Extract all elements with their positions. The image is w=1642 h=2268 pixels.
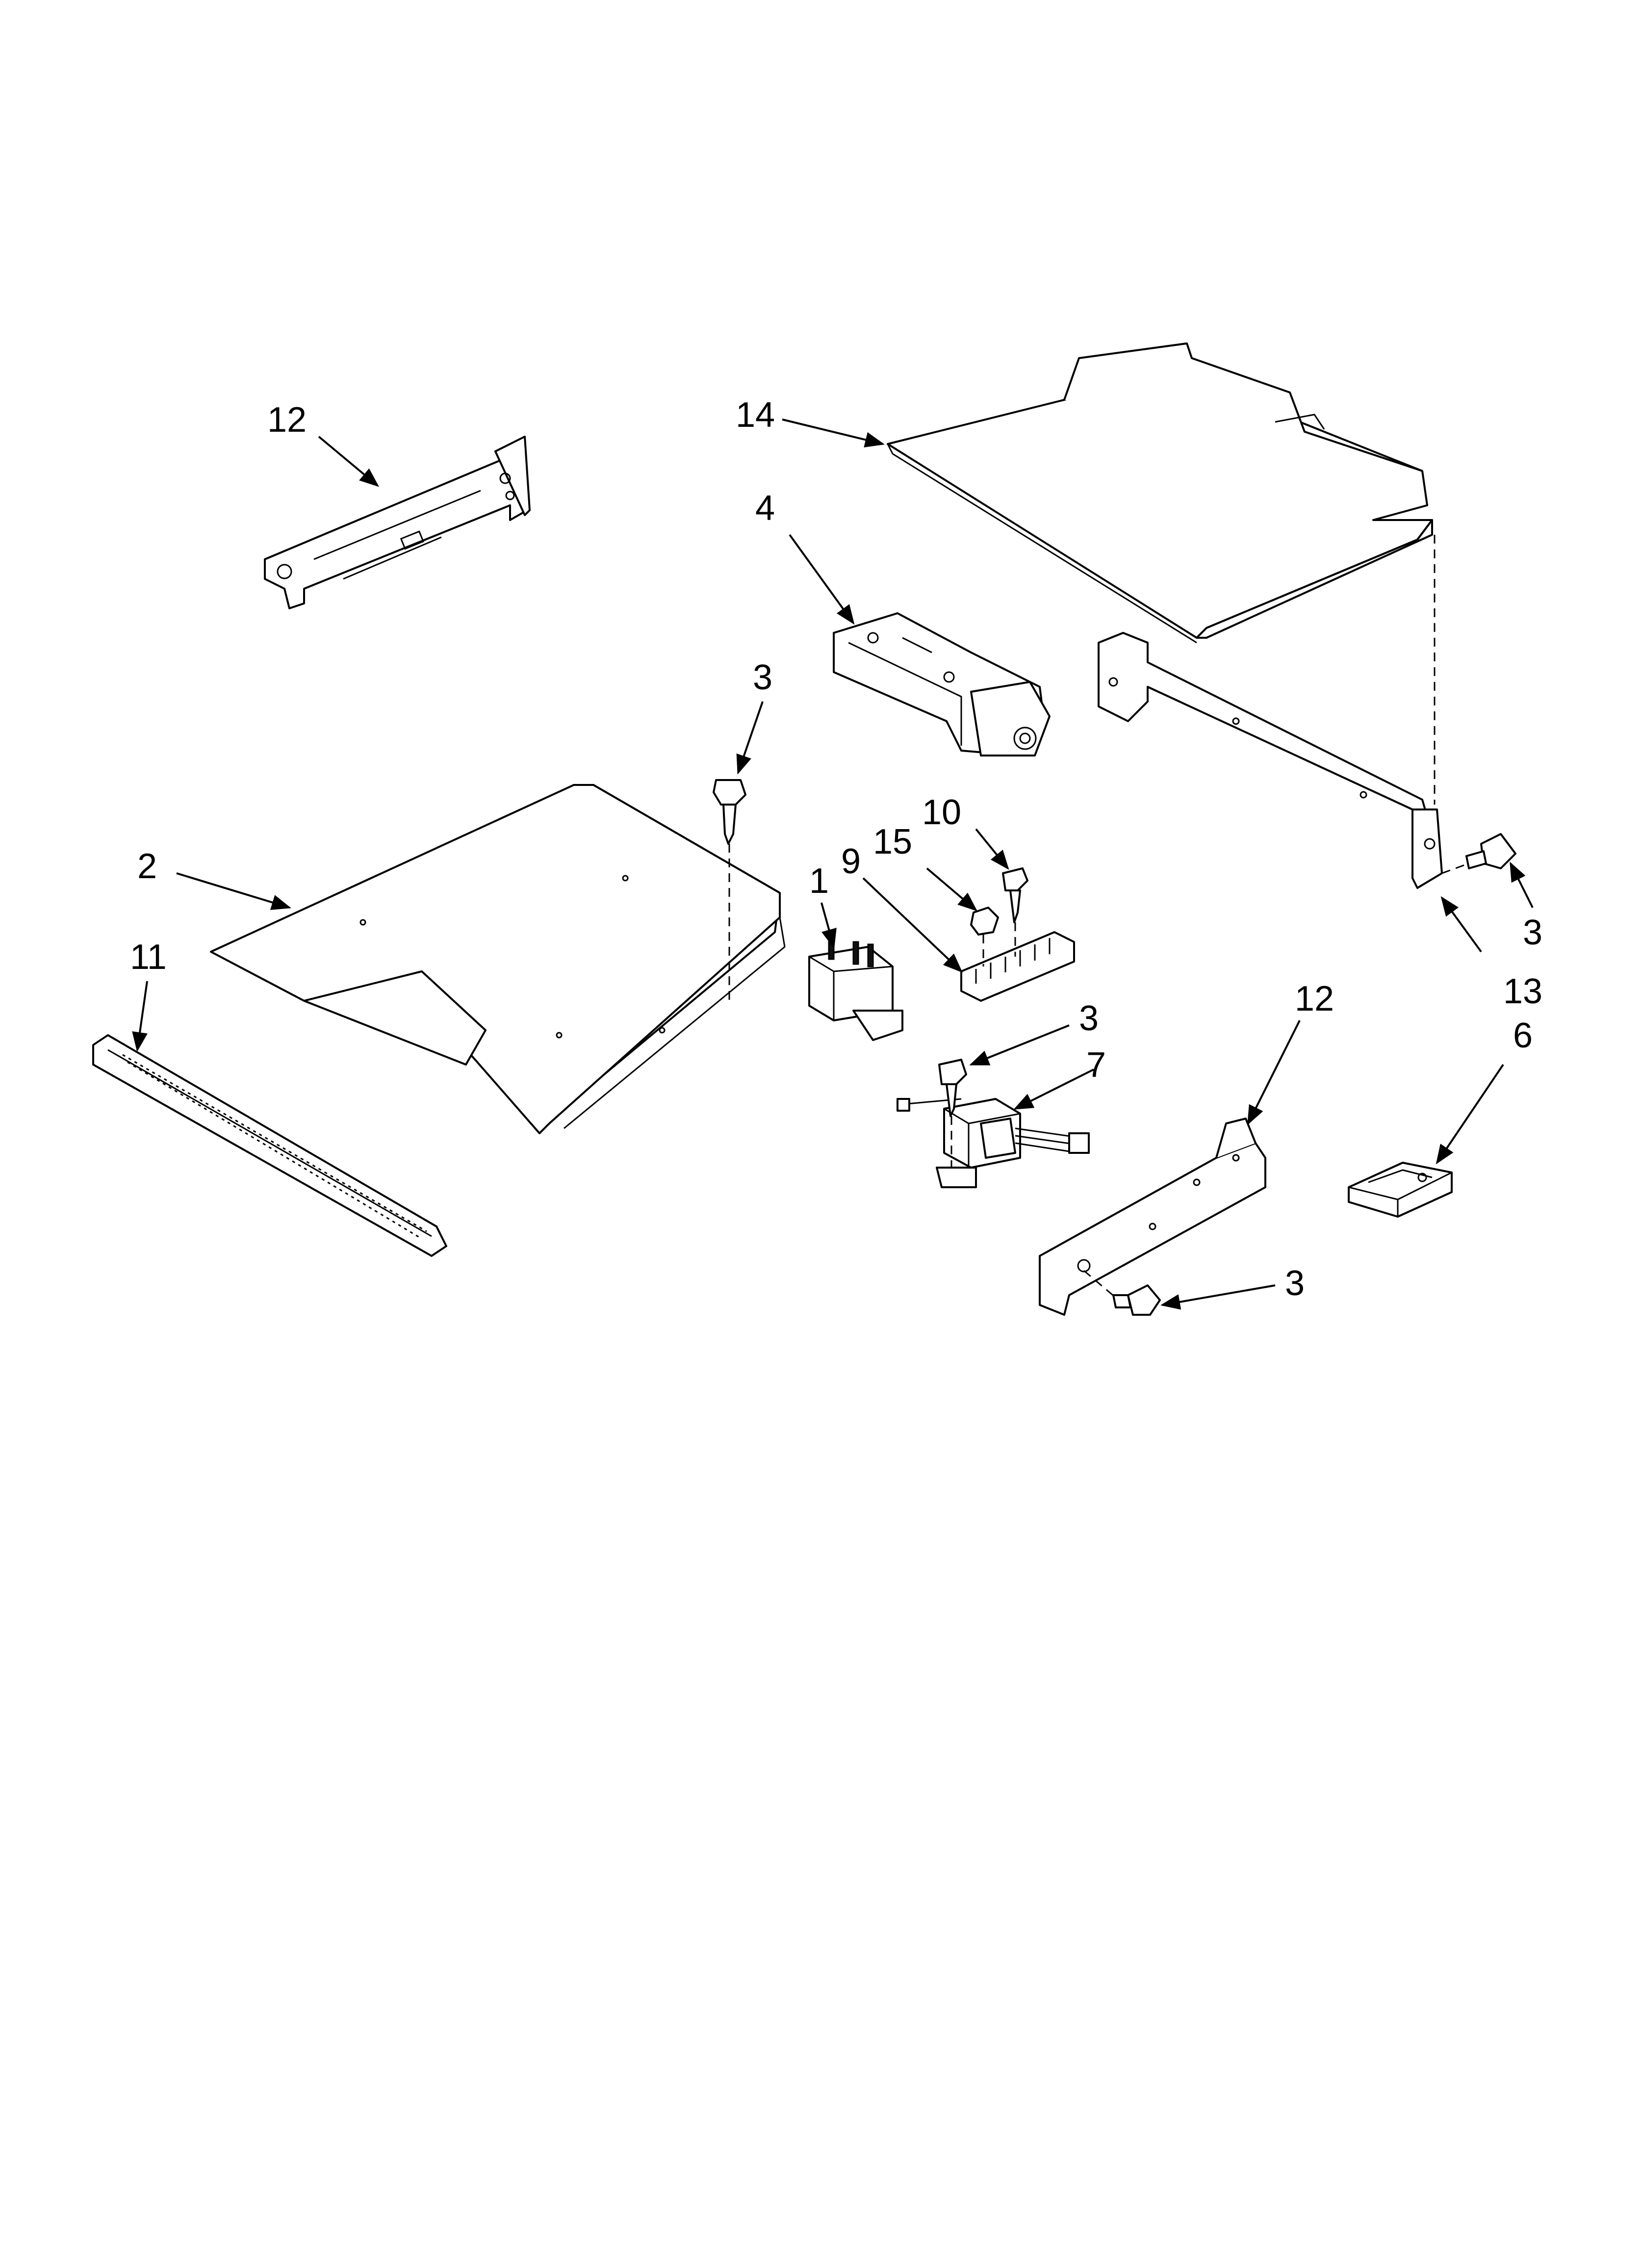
part-13-rail-bracket bbox=[1098, 632, 1443, 889]
leader-lines bbox=[132, 418, 1534, 1310]
callout-13: 13 bbox=[1503, 972, 1542, 1011]
callout-labels: 12 14 4 3 2 11 1 9 15 10 3 13 12 6 3 7 3 bbox=[130, 395, 1542, 1303]
callout-11: 11 bbox=[130, 938, 167, 977]
part-3-screw-bottom bbox=[1083, 1270, 1161, 1316]
part-6-cover bbox=[1348, 1162, 1453, 1218]
part-3-screw-transformer bbox=[938, 1059, 967, 1168]
part-3-screw-top bbox=[713, 779, 746, 1006]
part-14-top-cover bbox=[887, 342, 1433, 644]
part-3-screw-right bbox=[1441, 833, 1516, 874]
part-7-transformer bbox=[897, 1098, 1090, 1188]
callout-4: 4 bbox=[755, 489, 775, 528]
part-4-control-module bbox=[833, 612, 1051, 756]
callout-3-right: 3 bbox=[1523, 913, 1542, 952]
part-9-terminal-block bbox=[960, 931, 1075, 1002]
callout-14: 14 bbox=[736, 395, 775, 435]
callout-12-upper: 12 bbox=[267, 400, 307, 440]
callout-12-lower: 12 bbox=[1295, 979, 1334, 1018]
part-11-rail bbox=[92, 1034, 447, 1257]
callout-9: 9 bbox=[841, 842, 861, 881]
callout-2: 2 bbox=[137, 847, 157, 886]
callout-10: 10 bbox=[922, 793, 961, 832]
part-10-screw bbox=[1002, 867, 1028, 957]
callout-7: 7 bbox=[1086, 1045, 1106, 1085]
part-2-panel bbox=[210, 784, 786, 1134]
part-12-bracket-upper bbox=[264, 436, 531, 609]
callout-1: 1 bbox=[809, 861, 829, 901]
callout-6: 6 bbox=[1513, 1016, 1533, 1055]
callout-15: 15 bbox=[873, 822, 912, 861]
part-12-bracket-lower bbox=[1039, 1118, 1266, 1316]
callout-3-mid: 3 bbox=[1079, 999, 1099, 1038]
part-1-relay bbox=[808, 934, 903, 1041]
part-15-nut bbox=[970, 907, 999, 966]
callout-3-top: 3 bbox=[753, 658, 772, 697]
callout-3-bottom: 3 bbox=[1285, 1264, 1305, 1303]
